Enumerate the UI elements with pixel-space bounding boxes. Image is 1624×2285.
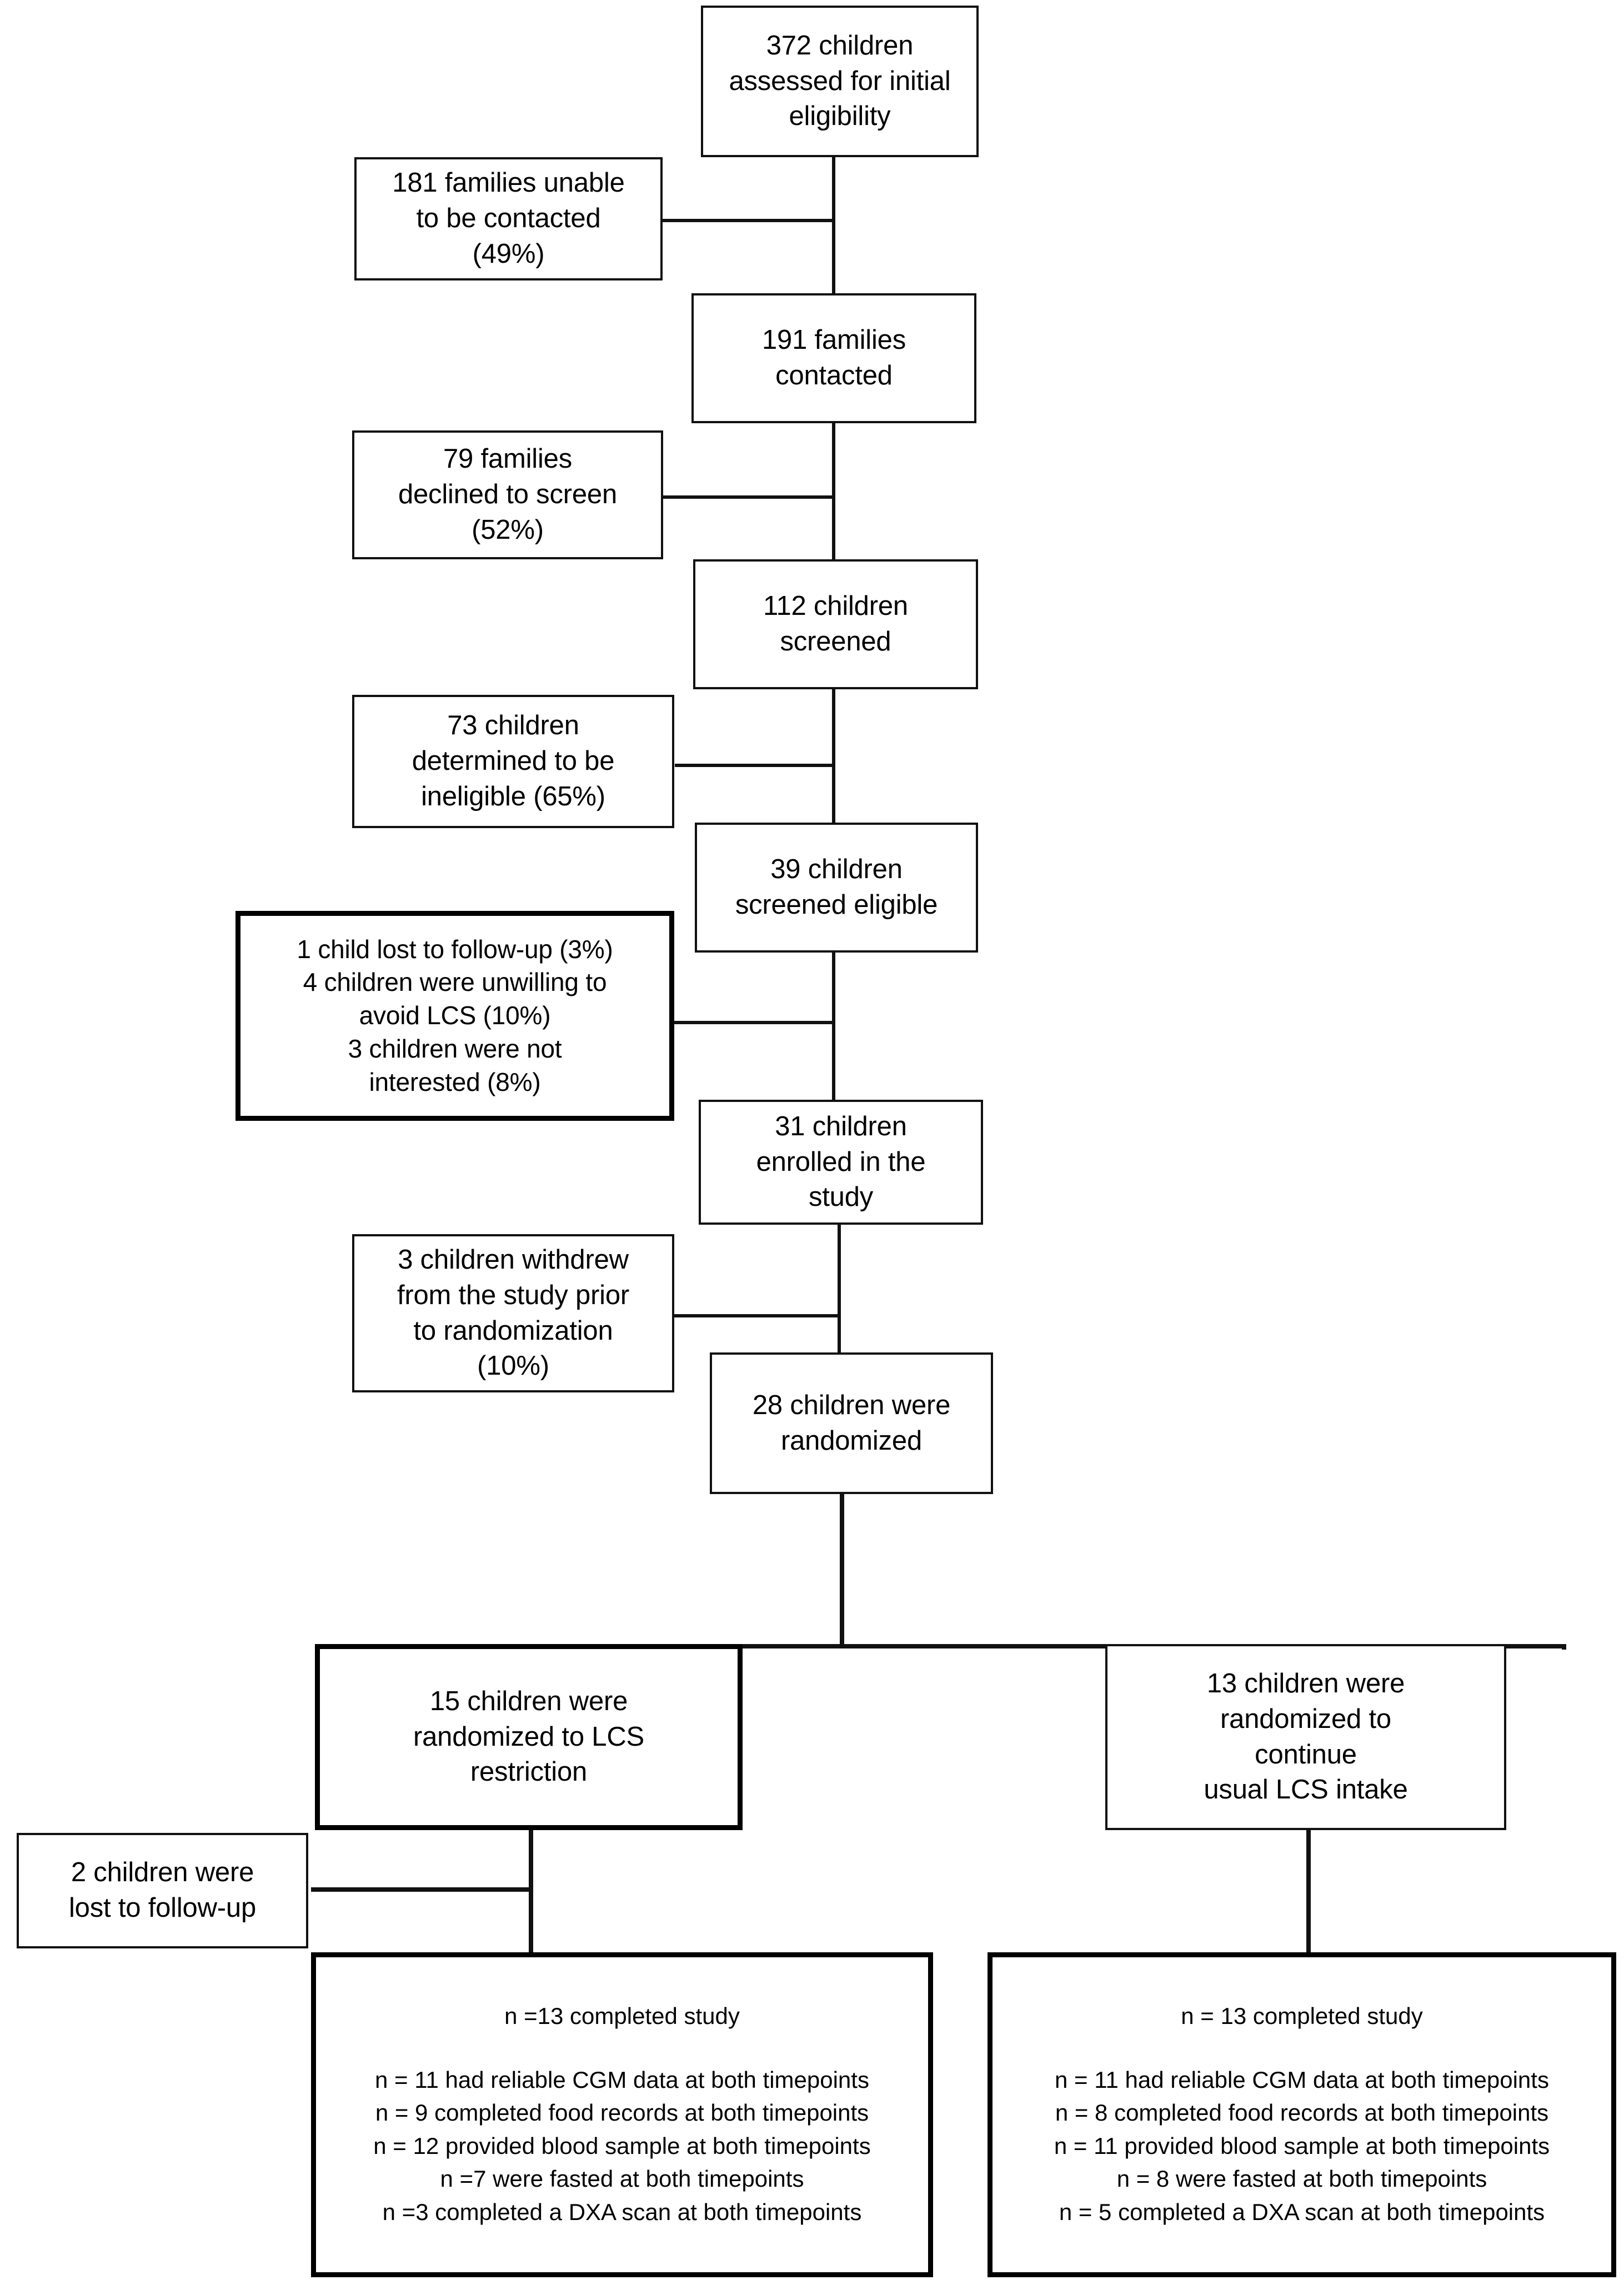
node-pre-enrollment-losses[interactable]: 1 child lost to follow-up (3%) 4 childre… <box>235 911 674 1121</box>
outcome-left-details: n = 11 had reliable CGM data at both tim… <box>373 2066 871 2226</box>
outcome-right-heading: n = 13 completed study <box>1181 2003 1423 2029</box>
node-withdrew-before-randomization[interactable]: 3 children withdrew from the study prior… <box>352 1234 674 1392</box>
node-enrolled-in-study[interactable]: 31 children enrolled in the study <box>699 1100 983 1225</box>
connector-exclusion-declined-screen <box>661 495 834 499</box>
node-assessed-text: 372 children assessed for initial eligib… <box>729 30 951 132</box>
node-assessed-for-eligibility[interactable]: 372 children assessed for initial eligib… <box>701 6 979 157</box>
connector-contacted-to-screened <box>832 423 835 559</box>
node-arm-usual-lcs-intake[interactable]: 13 children were randomized to continue … <box>1105 1644 1506 1830</box>
node-unable-to-be-contacted-text: 181 families unable to be contacted (49%… <box>392 168 625 269</box>
outcome-left-heading: n =13 completed study <box>504 2003 740 2029</box>
node-screened-eligible[interactable]: 39 children screened eligible <box>695 823 978 953</box>
node-arm-lcs-restriction-text: 15 children were randomized to LCS restr… <box>413 1686 645 1787</box>
connector-lost-followup-stub <box>311 1887 532 1892</box>
node-families-contacted[interactable]: 191 families contacted <box>691 293 976 423</box>
node-children-randomized[interactable]: 28 children were randomized <box>710 1352 993 1494</box>
connector-assessed-to-contacted <box>832 157 835 293</box>
connector-exclusion-unable-contacted <box>661 219 834 222</box>
node-pre-enrollment-losses-text: 1 child lost to follow-up (3%) 4 childre… <box>297 934 613 1096</box>
node-arm-usual-lcs-intake-text: 13 children were randomized to continue … <box>1204 1668 1408 1805</box>
node-children-screened[interactable]: 112 children screened <box>693 559 978 689</box>
connector-arm-left-to-outcome <box>529 1830 533 1955</box>
node-children-randomized-text: 28 children were randomized <box>752 1390 951 1456</box>
node-screened-eligible-text: 39 children screened eligible <box>735 854 938 920</box>
node-withdrew-before-randomization-text: 3 children withdrew from the study prior… <box>397 1245 630 1381</box>
connector-screened-to-eligible <box>832 689 835 823</box>
node-arm-lcs-restriction[interactable]: 15 children were randomized to LCS restr… <box>315 1644 743 1830</box>
node-unable-to-be-contacted[interactable]: 181 families unable to be contacted (49%… <box>354 157 663 280</box>
node-determined-ineligible-text: 73 children determined to be ineligible … <box>412 710 615 811</box>
node-outcome-right[interactable]: n = 13 completed study n = 11 had reliab… <box>988 1952 1616 2277</box>
node-children-screened-text: 112 children screened <box>763 591 908 657</box>
connector-randomized-to-branch <box>840 1494 844 1647</box>
node-lost-to-follow-up[interactable]: 2 children were lost to follow-up <box>17 1833 308 1948</box>
node-declined-to-screen[interactable]: 79 families declined to screen (52%) <box>352 430 663 559</box>
connector-enrolled-to-randomized <box>838 1225 841 1352</box>
connector-branch-to-arm-right <box>1562 1644 1566 1650</box>
node-determined-ineligible[interactable]: 73 children determined to be ineligible … <box>352 695 674 828</box>
branch-bus-horizontal <box>317 1644 1566 1648</box>
connector-exclusion-withdrew <box>670 1314 840 1317</box>
connector-eligible-to-enrolled <box>832 953 835 1100</box>
connector-exclusion-pre-enrollment <box>672 1021 834 1024</box>
node-enrolled-in-study-text: 31 children enrolled in the study <box>756 1111 926 1212</box>
connector-arm-right-to-outcome <box>1306 1830 1311 1955</box>
node-families-contacted-text: 191 families contacted <box>761 325 906 390</box>
node-lost-to-follow-up-text: 2 children were lost to follow-up <box>68 1857 257 1923</box>
connector-exclusion-ineligible <box>675 764 834 767</box>
node-declined-to-screen-text: 79 families declined to screen (52%) <box>398 444 618 545</box>
node-outcome-left[interactable]: n =13 completed study n = 11 had reliabl… <box>311 1952 933 2277</box>
outcome-right-details: n = 11 had reliable CGM data at both tim… <box>1054 2066 1550 2226</box>
